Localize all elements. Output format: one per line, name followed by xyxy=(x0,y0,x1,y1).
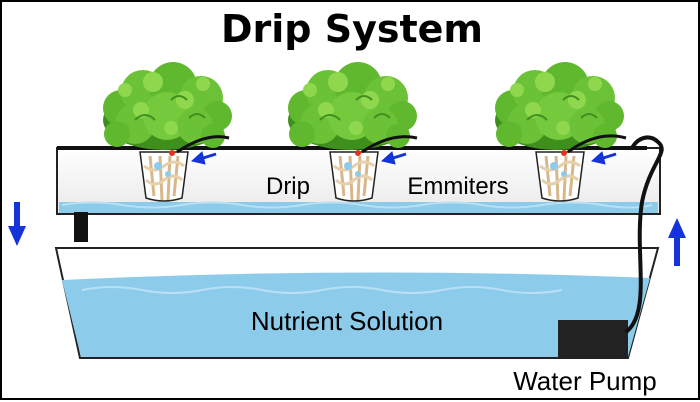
emitter-dot xyxy=(355,150,361,156)
nutrient-water xyxy=(62,272,650,357)
emitter-pointer-icon xyxy=(190,151,217,165)
drip-label: Drip xyxy=(266,173,310,200)
nutrient-solution-label: Nutrient Solution xyxy=(251,306,443,336)
emitter-line xyxy=(361,135,418,154)
net-cup xyxy=(138,150,190,203)
emitter-line xyxy=(176,135,230,154)
water-pump-label: Water Pump xyxy=(513,366,657,396)
emitter-pointer-icon xyxy=(590,151,617,165)
emitters-label: Emmiters xyxy=(407,173,508,200)
tray-water xyxy=(59,202,658,213)
emitter-dot xyxy=(169,150,175,156)
nutrient-reservoir xyxy=(54,247,660,359)
net-cup xyxy=(534,150,586,203)
pump-return-tube xyxy=(624,135,664,334)
water-pump xyxy=(558,320,628,358)
diagram-title: Drip System xyxy=(221,7,483,51)
emitter-pointer-icon xyxy=(380,151,407,165)
up-arrow-icon xyxy=(668,218,686,266)
down-arrow-icon xyxy=(8,202,26,246)
drain-spout xyxy=(74,212,88,242)
net-cup xyxy=(328,150,380,203)
emitter-line xyxy=(567,134,627,154)
emitter-dot xyxy=(561,150,567,156)
